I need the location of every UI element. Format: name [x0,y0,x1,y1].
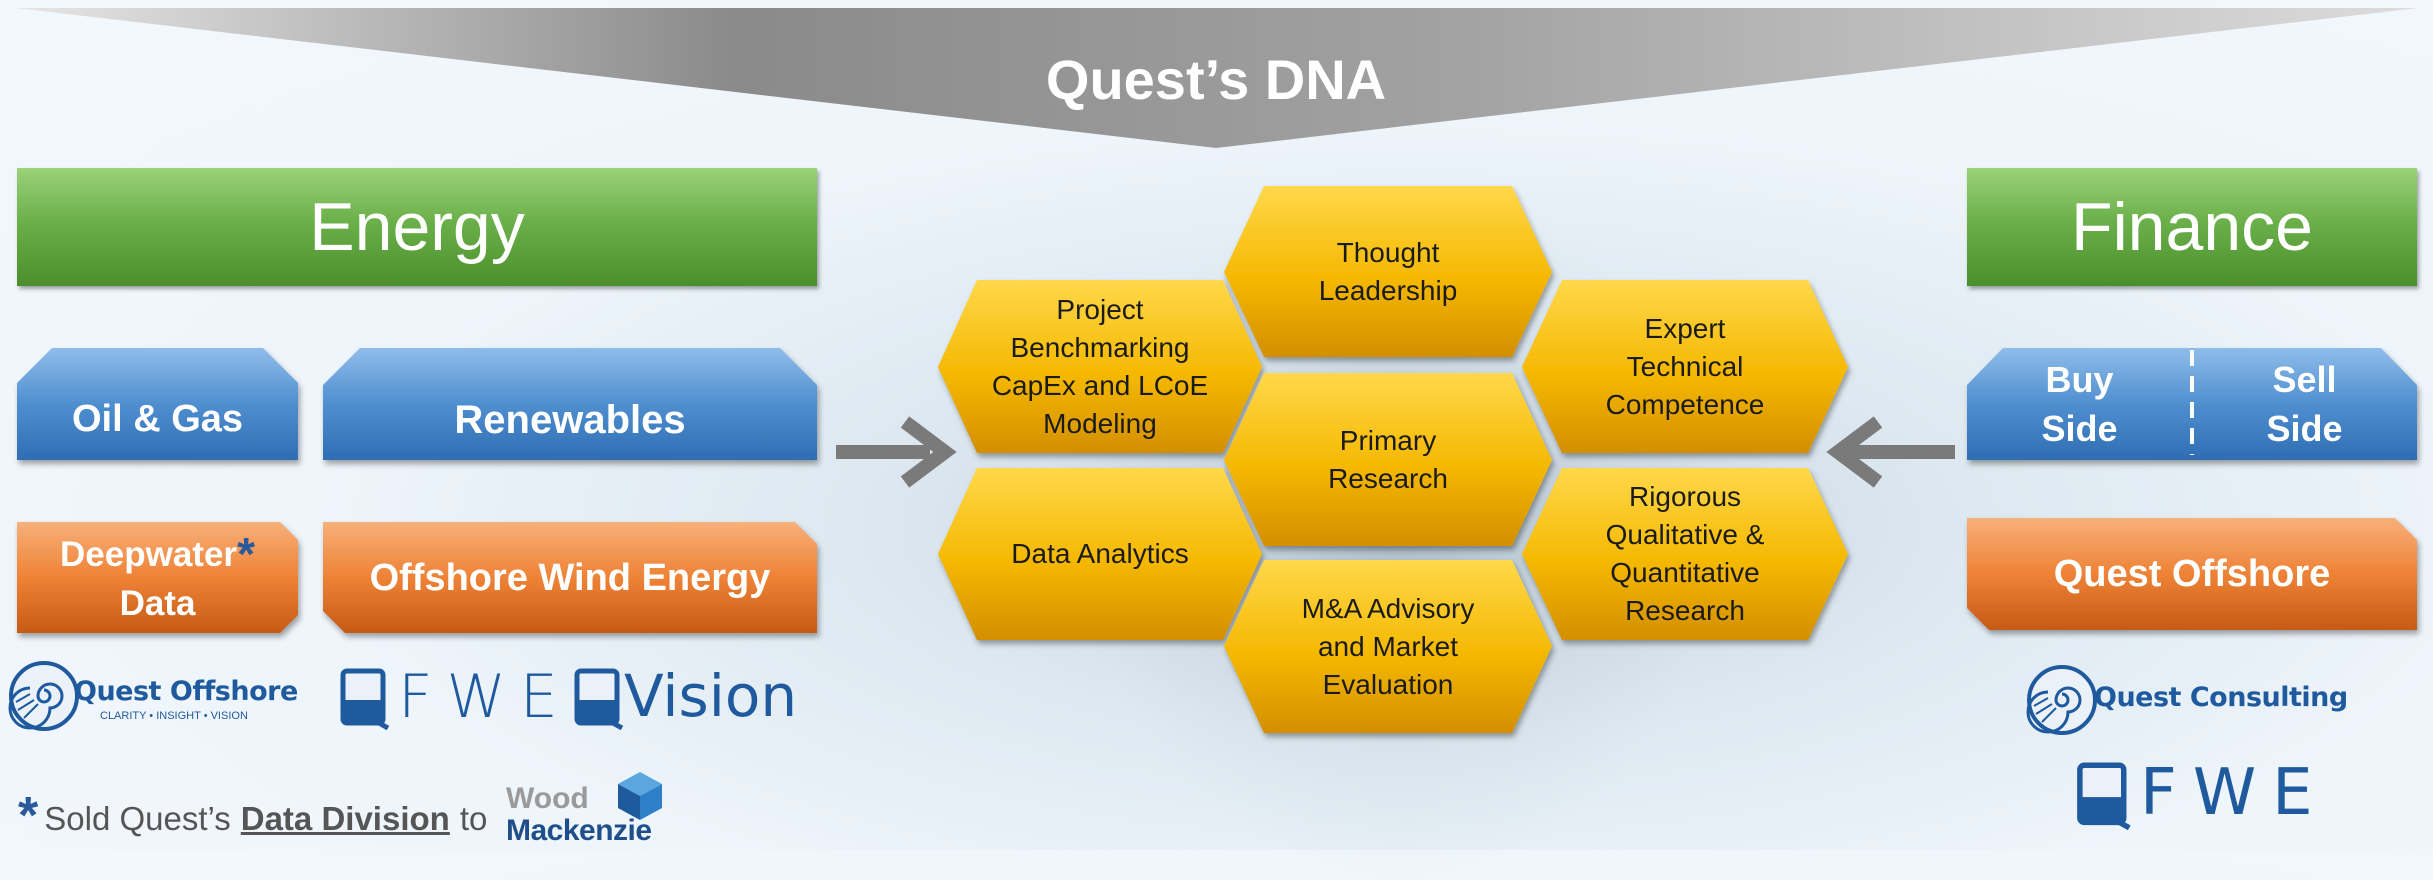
oil-gas-tab [17,348,298,460]
buy-side-label: Buy Side [1967,352,2192,457]
nautilus-icon [8,661,79,731]
hex-data-analytics [938,468,1262,640]
deepwater-tab [17,522,298,633]
wood-mackenzie-logo: Wood Mackenzie [506,768,676,848]
hex-project-benchmarking [938,280,1262,453]
dna-banner [15,8,2418,148]
buy-side-line1: Buy [2045,358,2114,400]
banner-title: Quest’s DNA [1045,48,1387,112]
renewables-label: Renewables [454,398,686,442]
deepwater-data-label: Deepwater* Data [17,526,298,631]
hex-label-analytics: Data Analytics [1011,538,1189,570]
quest-consulting-text: Quest Consulting [2094,682,2348,713]
finance-header: Finance [1967,168,2417,286]
finance-title: Finance [2071,189,2313,265]
deepwater-line1: Deepwater* [60,527,255,580]
hex-primary-research [1224,373,1552,546]
quest-consulting-logo: Quest Consulting [2026,662,2366,738]
q-logo-icon [574,668,624,730]
quest-offshore-logo-tagline: CLARITY • INSIGHT • VISION [100,710,248,722]
sell-side-label: Sell Side [2192,352,2417,457]
quest-offshore-logo-name: Quest Offshore [74,676,298,707]
hex-rigorous-research [1522,468,1848,640]
renewables-tab [323,348,817,460]
q-logo-icon [2077,762,2131,830]
footnote-link[interactable]: Data Division [240,800,450,837]
qvision-text: Vision [624,662,798,730]
footnote-prefix: Sold Quest’s [44,800,231,837]
deepwater-line2: Data [119,583,196,623]
qfwe-left-text: FWE [398,662,572,732]
mackenzie-text: Mackenzie [506,814,652,847]
arrow-left [1826,416,1955,488]
quest-offshore-label: Quest Offshore [2053,553,2331,596]
qvision-logo: Vision [574,662,824,734]
quest-offshore-logo: Quest Offshore CLARITY • INSIGHT • VISIO… [8,656,308,736]
sell-side-line1: Sell [2272,358,2337,400]
energy-header: Energy [17,168,817,286]
deepwater-asterisk: * [237,527,255,580]
footnote: * Sold Quest’s Data Division to [18,778,488,842]
qfwe-right-text: FWE [2140,756,2329,830]
q-logo-icon [340,668,390,730]
cube-icon [618,772,662,820]
hex-expert-technical [1522,280,1848,453]
arrow-right [836,416,957,488]
hex-ma-advisory [1224,560,1552,733]
offshore-wind-tab [323,522,817,633]
quest-offshore-tab [1967,518,2417,630]
footnote-suffix: to [459,800,488,837]
sell-side-line2: Side [2266,407,2343,449]
energy-title: Energy [309,189,525,265]
buy-side-line2: Side [2041,407,2118,449]
qfwe-logo-right: FWE [2076,756,2313,834]
nautilus-icon [2026,665,2097,735]
footnote-asterisk: * [18,787,39,845]
diagram-shapes [17,186,2417,733]
hex-thought-leadership [1224,186,1552,357]
wood-text: Wood [506,782,589,815]
offshore-wind-label: Offshore Wind Energy [369,557,771,600]
qfwe-logo-left: FWE [340,662,558,734]
oil-gas-label: Oil & Gas [71,398,244,441]
